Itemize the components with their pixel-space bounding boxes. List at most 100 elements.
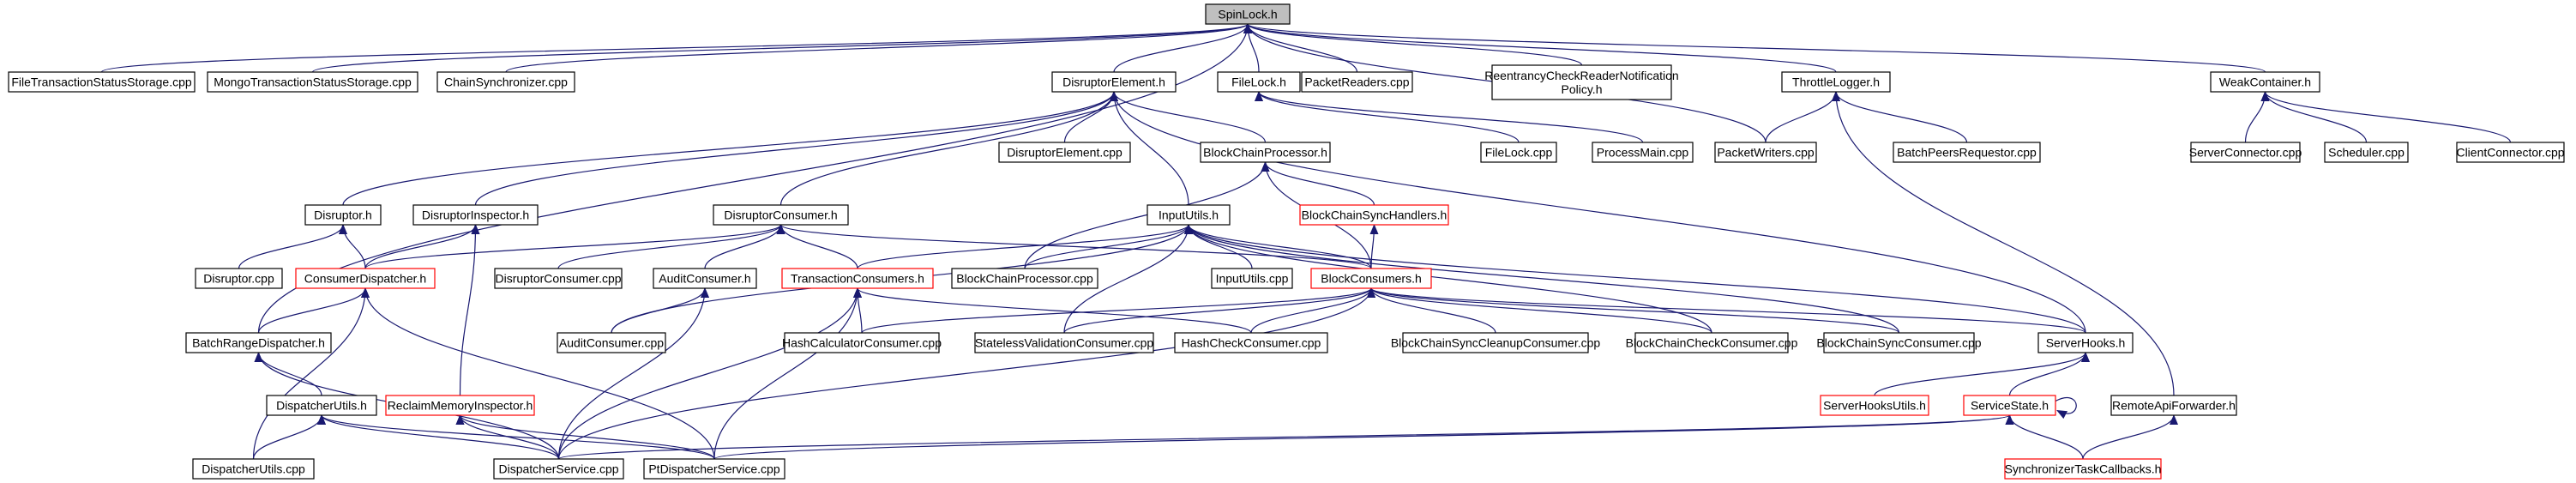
node-consumer-dispatcher[interactable]: ConsumerDispatcher.h <box>295 268 436 289</box>
node-cleanup-consumer[interactable]: BlockChainSyncCleanupConsumer.cpp <box>1391 332 1601 353</box>
node-box <box>1592 142 1694 163</box>
node-process-main[interactable]: ProcessMain.cpp <box>1592 142 1694 163</box>
edge-filelock_h-to-spinlock <box>1243 23 1260 73</box>
node-file-tx[interactable]: FileTransactionStatusStorage.cpp <box>8 71 196 93</box>
node-label: StatelessValidationConsumer.cpp <box>975 336 1154 350</box>
edge-sync_consumer-to-block_consumers <box>1367 287 1900 334</box>
node-label: ServerHooksUtils.h <box>1823 399 1926 413</box>
node-filelock-h[interactable]: FileLock.h <box>1217 71 1301 93</box>
node-disruptor-element-cpp[interactable]: DisruptorElement.cpp <box>998 142 1131 163</box>
node-disruptor-consumer-h[interactable]: DisruptorConsumer.h <box>713 204 849 226</box>
node-input-utils-cpp[interactable]: InputUtils.cpp <box>1211 268 1293 289</box>
node-box <box>1147 204 1231 226</box>
node-box <box>436 71 575 93</box>
node-label: AuditConsumer.h <box>659 272 750 286</box>
node-dispatcher-service[interactable]: DispatcherService.cpp <box>493 458 624 480</box>
edge-dispatcher_service-to-dispatcher_utils_h <box>317 414 560 460</box>
edge-weak_container-to-spinlock <box>1243 23 2266 73</box>
node-block-chain-processor-h[interactable]: BlockChainProcessor.h <box>1200 142 1331 163</box>
node-server-hooks-utils[interactable]: ServerHooksUtils.h <box>1820 395 1929 416</box>
node-batch-peers[interactable]: BatchPeersRequestor.cpp <box>1893 142 2041 163</box>
node-disruptor-inspector[interactable]: DisruptorInspector.h <box>412 204 539 226</box>
node-box <box>643 458 785 480</box>
node-box <box>494 268 623 289</box>
node-synchronizer-callbacks[interactable]: SynchronizerTaskCallbacks.h <box>2004 458 2162 480</box>
node-audit-consumer-cpp[interactable]: AuditConsumer.cpp <box>557 332 666 353</box>
node-label: BatchPeersRequestor.cpp <box>1897 146 2037 160</box>
node-label: SynchronizerTaskCallbacks.h <box>2005 462 2162 476</box>
node-box <box>998 142 1131 163</box>
node-label: BlockChainSyncCleanupConsumer.cpp <box>1391 336 1601 350</box>
node-label: InputUtils.h <box>1159 208 1219 222</box>
node-dispatcher-utils-h[interactable]: DispatcherUtils.h <box>266 395 377 416</box>
node-service-state[interactable]: ServiceState.h <box>1963 395 2056 416</box>
node-disruptor-cpp[interactable]: Disruptor.cpp <box>195 268 283 289</box>
node-reclaim-memory[interactable]: ReclaimMemoryInspector.h <box>385 395 535 416</box>
node-label: BlockChainCheckConsumer.cpp <box>1626 336 1798 350</box>
edge-dispatcher_utils_cpp-to-consumer_dispatcher <box>252 287 370 460</box>
node-scheduler[interactable]: Scheduler.cpp <box>2324 142 2409 163</box>
node-block-consumers[interactable]: BlockConsumers.h <box>1310 268 1432 289</box>
edge-filelock_cpp-to-filelock_h <box>1255 91 1520 143</box>
edge-audit_consumer_h-to-disruptor_consumer_h <box>704 224 785 269</box>
edge-disruptor_inspector-to-disruptor_element_h <box>474 91 1118 206</box>
node-label: DisruptorElement.cpp <box>1007 146 1122 160</box>
node-input-utils-h[interactable]: InputUtils.h <box>1147 204 1231 226</box>
node-disruptor-element-h[interactable]: DisruptorElement.h <box>1051 71 1177 93</box>
node-remote-api-forwarder[interactable]: RemoteApiForwarder.h <box>2110 395 2237 416</box>
edge-input_utils_h-to-disruptor_element_h <box>1110 91 1189 206</box>
node-box <box>1823 332 1975 353</box>
node-stateless-validation[interactable]: StatelessValidationConsumer.cpp <box>974 332 1154 353</box>
node-label: DispatcherUtils.h <box>276 399 367 413</box>
node-server-connector[interactable]: ServerConnector.cpp <box>2189 142 2302 163</box>
node-filelock-cpp[interactable]: FileLock.cpp <box>1480 142 1557 163</box>
node-box <box>974 332 1154 353</box>
edge-process_main-to-filelock_h <box>1255 91 1644 143</box>
node-throttle-logger[interactable]: ThrottleLogger.h <box>1781 71 1891 93</box>
node-hash-calculator[interactable]: HashCalculatorConsumer.cpp <box>782 332 942 353</box>
node-block-chain-processor-cpp[interactable]: BlockChainProcessor.cpp <box>951 268 1098 289</box>
node-audit-consumer-h[interactable]: AuditConsumer.h <box>653 268 757 289</box>
node-weak-container[interactable]: WeakContainer.h <box>2210 71 2320 93</box>
node-box <box>1205 3 1291 25</box>
edge-block_chain_processor_cpp-to-input_utils_h <box>1024 224 1193 269</box>
node-label: PacketReaders.cpp <box>1304 75 1409 89</box>
node-pt-dispatcher-service[interactable]: PtDispatcherService.cpp <box>643 458 785 480</box>
node-transaction-consumers[interactable]: TransactionConsumers.h <box>781 268 934 289</box>
node-label: ServerHooks.h <box>2046 336 2126 350</box>
node-packet-readers[interactable]: PacketReaders.cpp <box>1301 71 1413 93</box>
node-client-connector[interactable]: ClientConnector.cpp <box>2456 142 2565 163</box>
node-box <box>2037 332 2134 353</box>
node-box <box>8 71 196 93</box>
edge-client_connector-to-weak_container <box>2260 91 2512 143</box>
node-label: Scheduler.cpp <box>2328 146 2404 160</box>
node-batch-range-dispatcher[interactable]: BatchRangeDispatcher.h <box>185 332 332 353</box>
node-check-consumer[interactable]: BlockChainCheckConsumer.cpp <box>1626 332 1798 353</box>
node-chain-sync[interactable]: ChainSynchronizer.cpp <box>436 71 575 93</box>
node-spinlock[interactable]: SpinLock.h <box>1205 3 1291 25</box>
node-hash-check[interactable]: HashCheckConsumer.cpp <box>1174 332 1328 353</box>
edge-pt_dispatcher_service-to-consumer_dispatcher <box>361 287 715 460</box>
edge-stateless_validation-to-input_utils_h <box>1063 224 1193 334</box>
node-reentrancy[interactable]: ReentrancyCheckReaderNotificationPolicy.… <box>1484 64 1679 100</box>
node-box <box>304 204 382 226</box>
node-block-chain-sync-handlers[interactable]: BlockChainSyncHandlers.h <box>1299 204 1449 226</box>
node-label: WeakContainer.h <box>2219 75 2311 89</box>
node-box <box>653 268 757 289</box>
edge-chain_sync-to-spinlock <box>505 23 1252 73</box>
node-dispatcher-utils-cpp[interactable]: DispatcherUtils.cpp <box>192 458 315 480</box>
node-label: SpinLock.h <box>1218 8 1277 21</box>
node-disruptor-h[interactable]: Disruptor.h <box>304 204 382 226</box>
node-sync-consumer[interactable]: BlockChainSyncConsumer.cpp <box>1816 332 1982 353</box>
edge-server_hooks_utils-to-server_hooks_h <box>1874 352 2090 396</box>
node-disruptor-consumer-cpp[interactable]: DisruptorConsumer.cpp <box>494 268 623 289</box>
node-label: ServerConnector.cpp <box>2189 146 2302 160</box>
node-mongo-tx[interactable]: MongoTransactionStatusStorage.cpp <box>207 71 418 93</box>
node-packet-writers[interactable]: PacketWriters.cpp <box>1714 142 1817 163</box>
node-box <box>1480 142 1557 163</box>
node-label: PtDispatcherService.cpp <box>648 462 780 476</box>
edge-block_chain_processor_h-to-disruptor_element_h <box>1110 91 1267 143</box>
node-box <box>1174 332 1328 353</box>
edge-pt_dispatcher_service-to-service_state <box>713 414 2013 460</box>
node-server-hooks-h[interactable]: ServerHooks.h <box>2037 332 2134 353</box>
